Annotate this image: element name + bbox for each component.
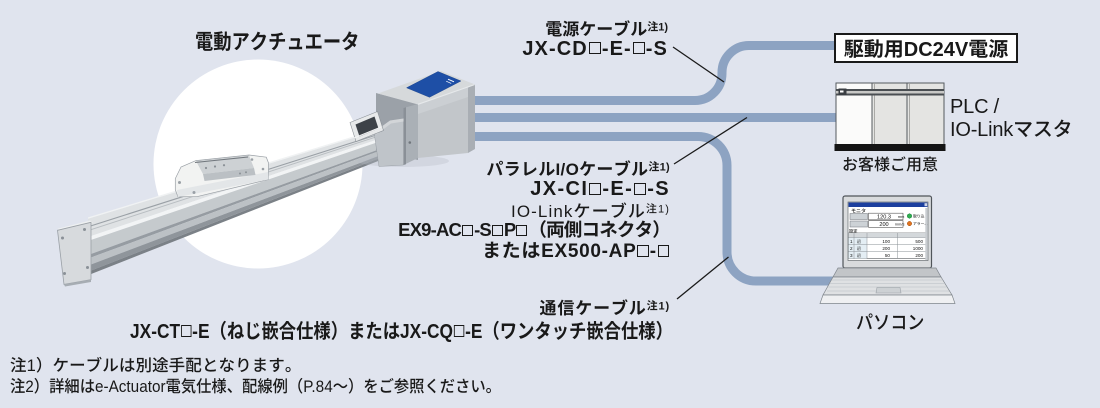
svg-text:初: 初 — [857, 239, 861, 244]
svg-text:200: 200 — [879, 222, 888, 228]
svg-text:200: 200 — [882, 246, 890, 251]
svg-text:100: 100 — [882, 239, 890, 244]
svg-text:モニタ: モニタ — [851, 208, 866, 215]
svg-text:3: 3 — [850, 253, 853, 258]
svg-text:1000: 1000 — [913, 246, 924, 251]
svg-text:mm: mm — [898, 214, 905, 219]
svg-text:初: 初 — [857, 253, 861, 258]
svg-text:mm/s: mm/s — [895, 222, 905, 227]
svg-text:2: 2 — [850, 246, 853, 251]
svg-text:アラーム: アラーム — [913, 222, 928, 227]
svg-text:初: 初 — [857, 246, 861, 251]
svg-text:取り込: 取り込 — [913, 214, 925, 220]
svg-text:500: 500 — [915, 239, 923, 244]
svg-text:設定: 設定 — [849, 228, 858, 234]
svg-text:1: 1 — [850, 239, 853, 244]
svg-text:200: 200 — [915, 253, 923, 258]
svg-text:50: 50 — [885, 253, 891, 258]
svg-text:120.3: 120.3 — [877, 215, 891, 221]
